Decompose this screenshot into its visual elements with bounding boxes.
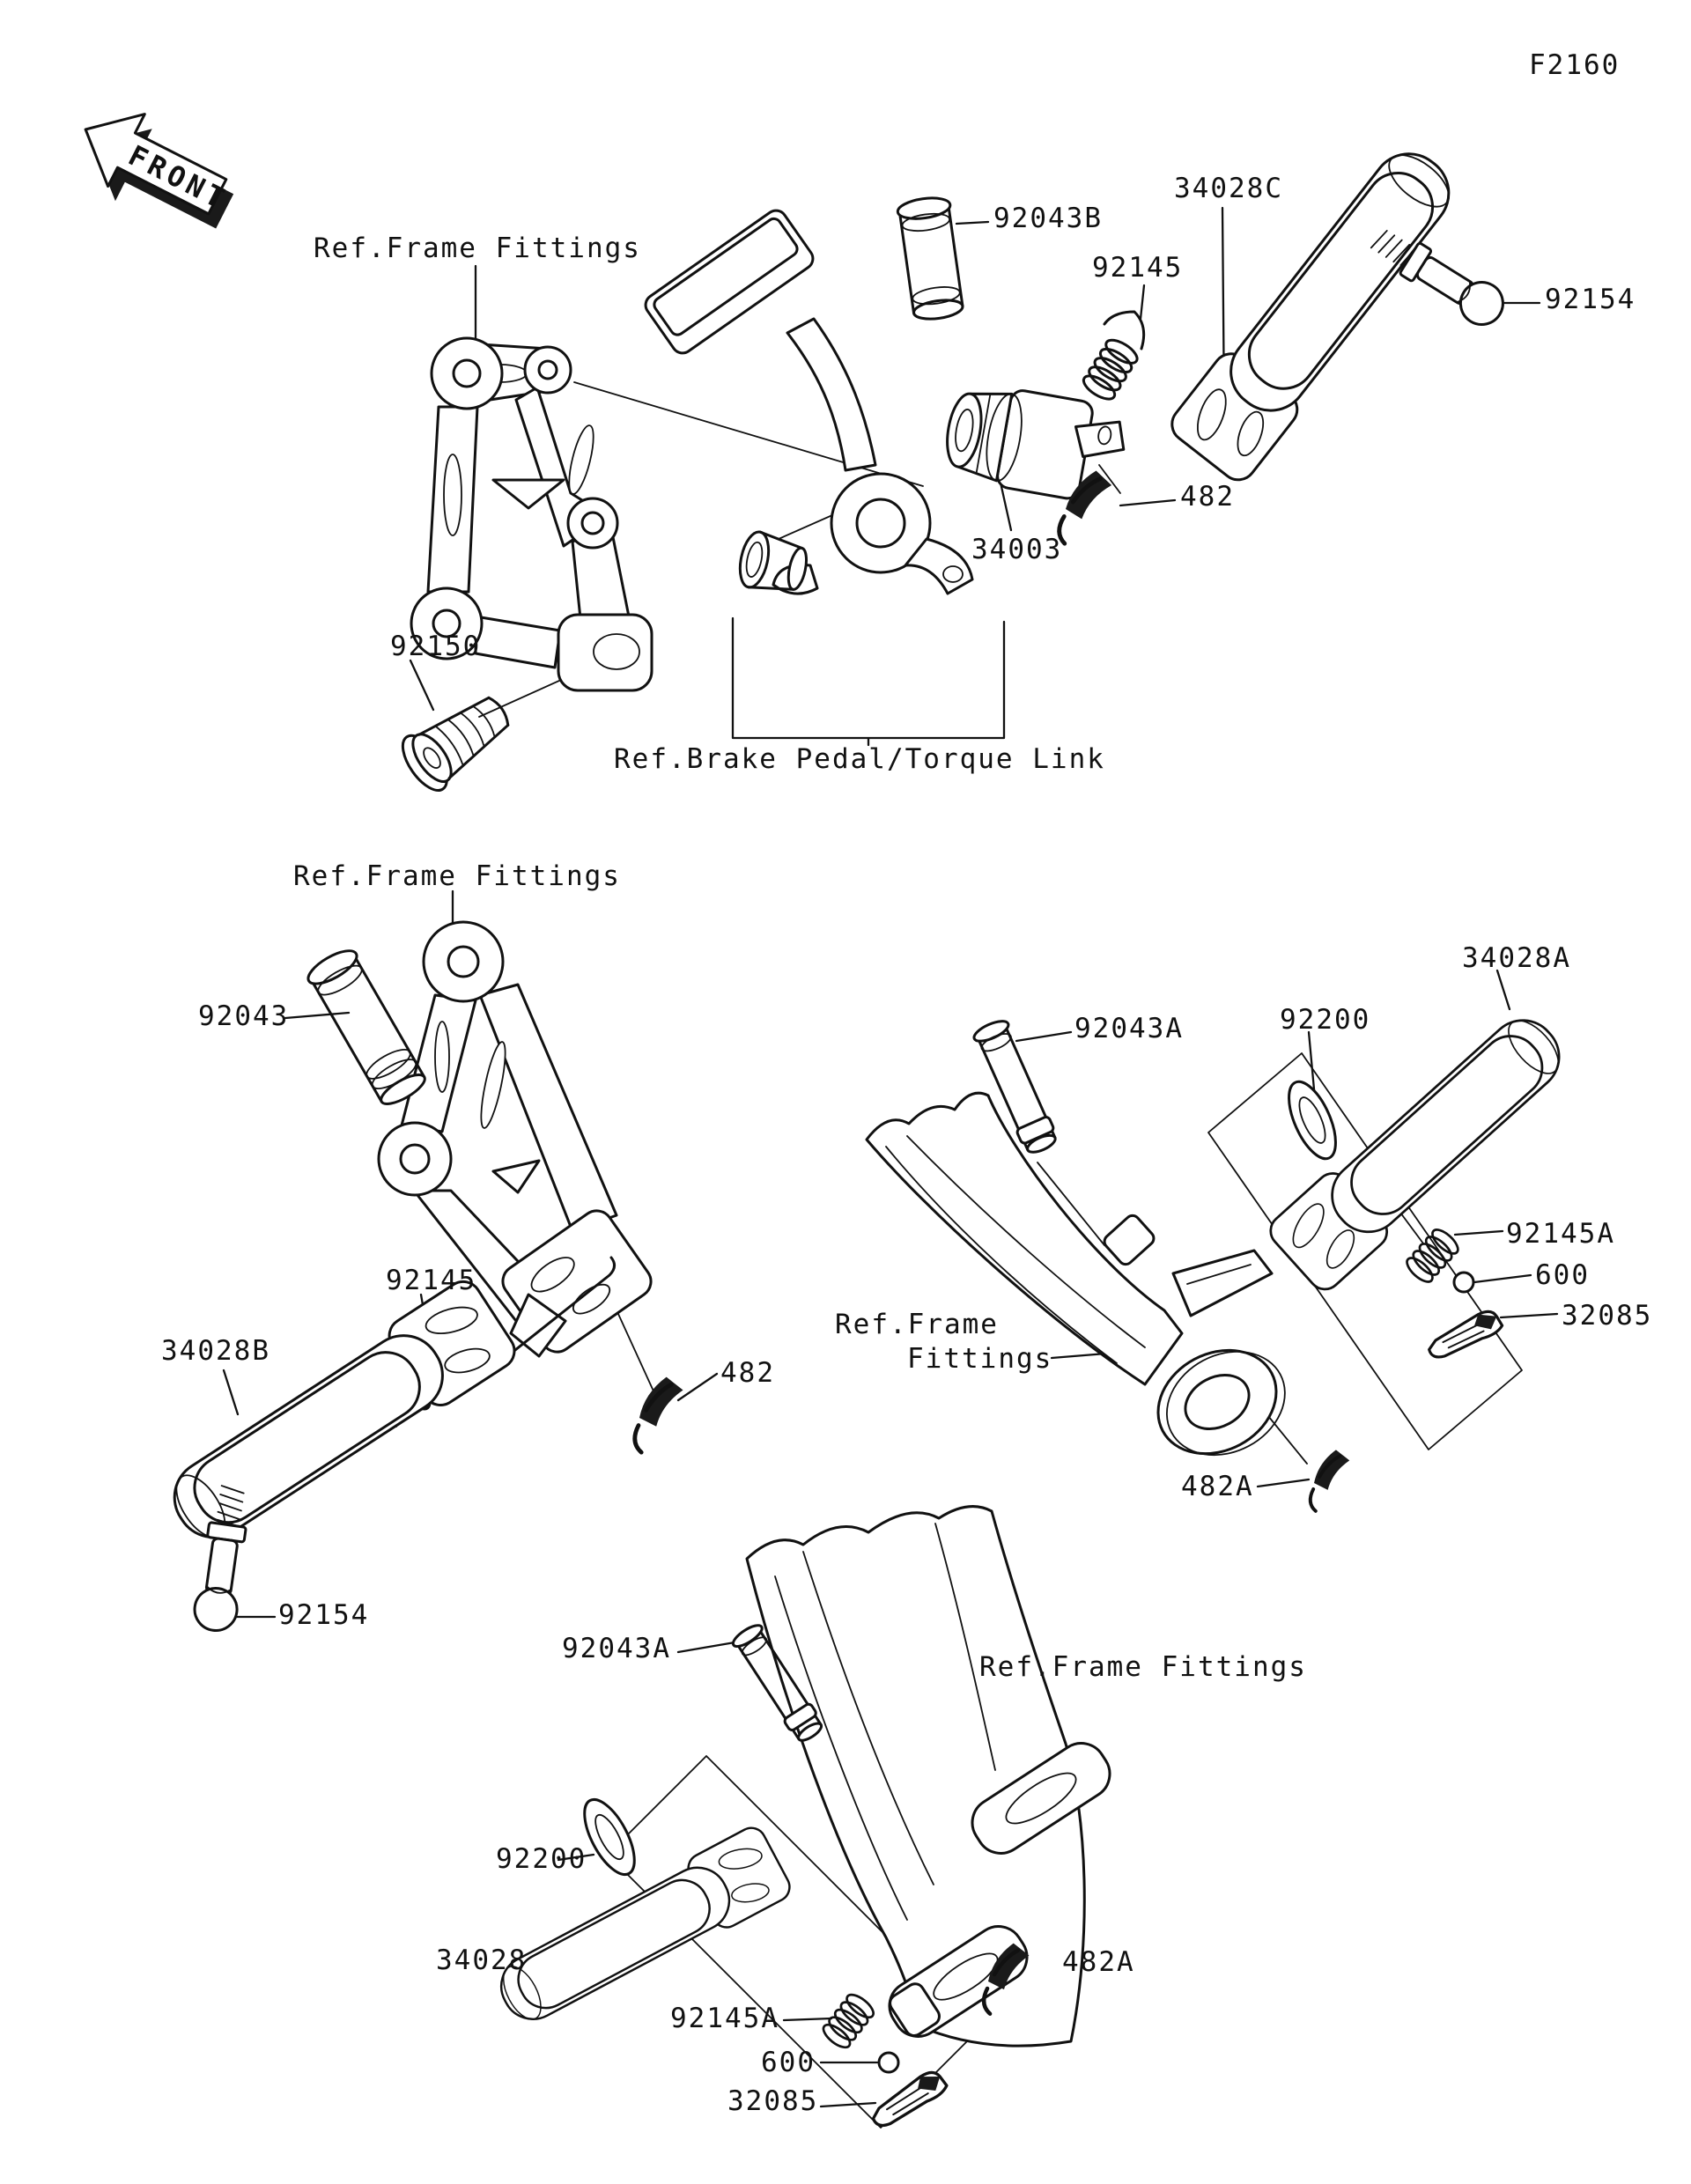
label-34028C: 34028C — [1174, 173, 1283, 204]
label-34003: 34003 — [971, 534, 1063, 565]
spring-92145A-bottom — [818, 1989, 879, 2053]
label-600-right: 600 — [1535, 1259, 1590, 1291]
label-600-bottom: 600 — [761, 2047, 816, 2078]
right-assembly — [865, 969, 1581, 1514]
label-92145A-right: 92145A — [1506, 1218, 1615, 1250]
label-34028: 34028 — [436, 1944, 528, 1976]
label-92154-top: 92154 — [1545, 284, 1636, 315]
group-box-right — [1207, 1052, 1523, 1450]
frame-fitting-bottom — [745, 1505, 1111, 2048]
ball-600-right — [1452, 1271, 1475, 1294]
label-ref-frame-fittings-bottom: Ref.Frame Fittings — [979, 1651, 1307, 1683]
frame-bracket-top — [410, 336, 654, 692]
latch-32085-bottom — [868, 2070, 952, 2129]
pedal-bushing — [738, 530, 809, 591]
pin-92043A-bottom — [731, 1624, 823, 1742]
label-92150: 92150 — [390, 631, 482, 662]
top-leader-lines — [409, 206, 1541, 747]
label-92200-bottom: 92200 — [496, 1843, 587, 1875]
label-34028B: 34028B — [161, 1335, 270, 1367]
ball-600-bottom — [877, 2051, 900, 2074]
label-92043A-right: 92043A — [1074, 1013, 1184, 1044]
label-482-top: 482 — [1180, 481, 1235, 513]
frame-fitting-mid — [865, 1091, 1286, 1457]
label-32085-right: 32085 — [1562, 1300, 1653, 1332]
label-92200-right: 92200 — [1280, 1004, 1371, 1036]
label-34028A: 34028A — [1462, 942, 1571, 974]
label-ref-frame-fittings-left: Ref.Frame Fittings — [293, 860, 621, 892]
figure-code: F2160 — [1529, 49, 1621, 81]
bolt-92150 — [401, 696, 510, 792]
label-ref-frame-fittings-top: Ref.Frame Fittings — [314, 232, 641, 264]
footrest-pin-92043 — [306, 949, 426, 1105]
label-ref-frame-mid-line1: Ref.Frame — [835, 1309, 999, 1340]
bottom-assembly — [485, 1505, 1111, 2129]
label-482-left: 482 — [720, 1357, 775, 1389]
label-92154-left: 92154 — [278, 1599, 370, 1631]
return-spring-92145-top — [1078, 310, 1146, 405]
spring-92145A-right — [1401, 1224, 1464, 1288]
label-92145A-bottom: 92145A — [670, 2003, 779, 2034]
frame-bracket-left — [377, 920, 653, 1358]
top-assembly — [401, 131, 1541, 792]
label-92043: 92043 — [198, 1000, 290, 1032]
label-92145-left: 92145 — [386, 1265, 477, 1296]
label-ref-frame-mid-line2: Fittings — [907, 1343, 1053, 1375]
clip-482-left — [621, 1374, 696, 1453]
label-32085-bottom: 32085 — [727, 2085, 819, 2117]
left-assembly — [153, 889, 719, 1635]
label-92043A-bottom: 92043A — [562, 1633, 671, 1664]
footrest-holder-34003 — [946, 389, 1126, 500]
pin-92043A-right — [972, 1020, 1057, 1154]
pivot-pin-92043B — [896, 196, 964, 321]
front-arrow-badge: FRONT — [84, 113, 234, 229]
label-92145-top: 92145 — [1092, 252, 1184, 284]
label-ref-brake-pedal: Ref.Brake Pedal/Torque Link — [614, 743, 1105, 775]
label-482A-right: 482A — [1181, 1471, 1254, 1502]
latch-32085-right — [1428, 1310, 1504, 1359]
brake-pedal — [644, 209, 974, 595]
label-92043B: 92043B — [993, 203, 1103, 234]
washer-92200-right — [1278, 1074, 1347, 1167]
label-482A-bottom: 482A — [1062, 1946, 1135, 1978]
footpeg-34028B — [153, 1273, 523, 1561]
